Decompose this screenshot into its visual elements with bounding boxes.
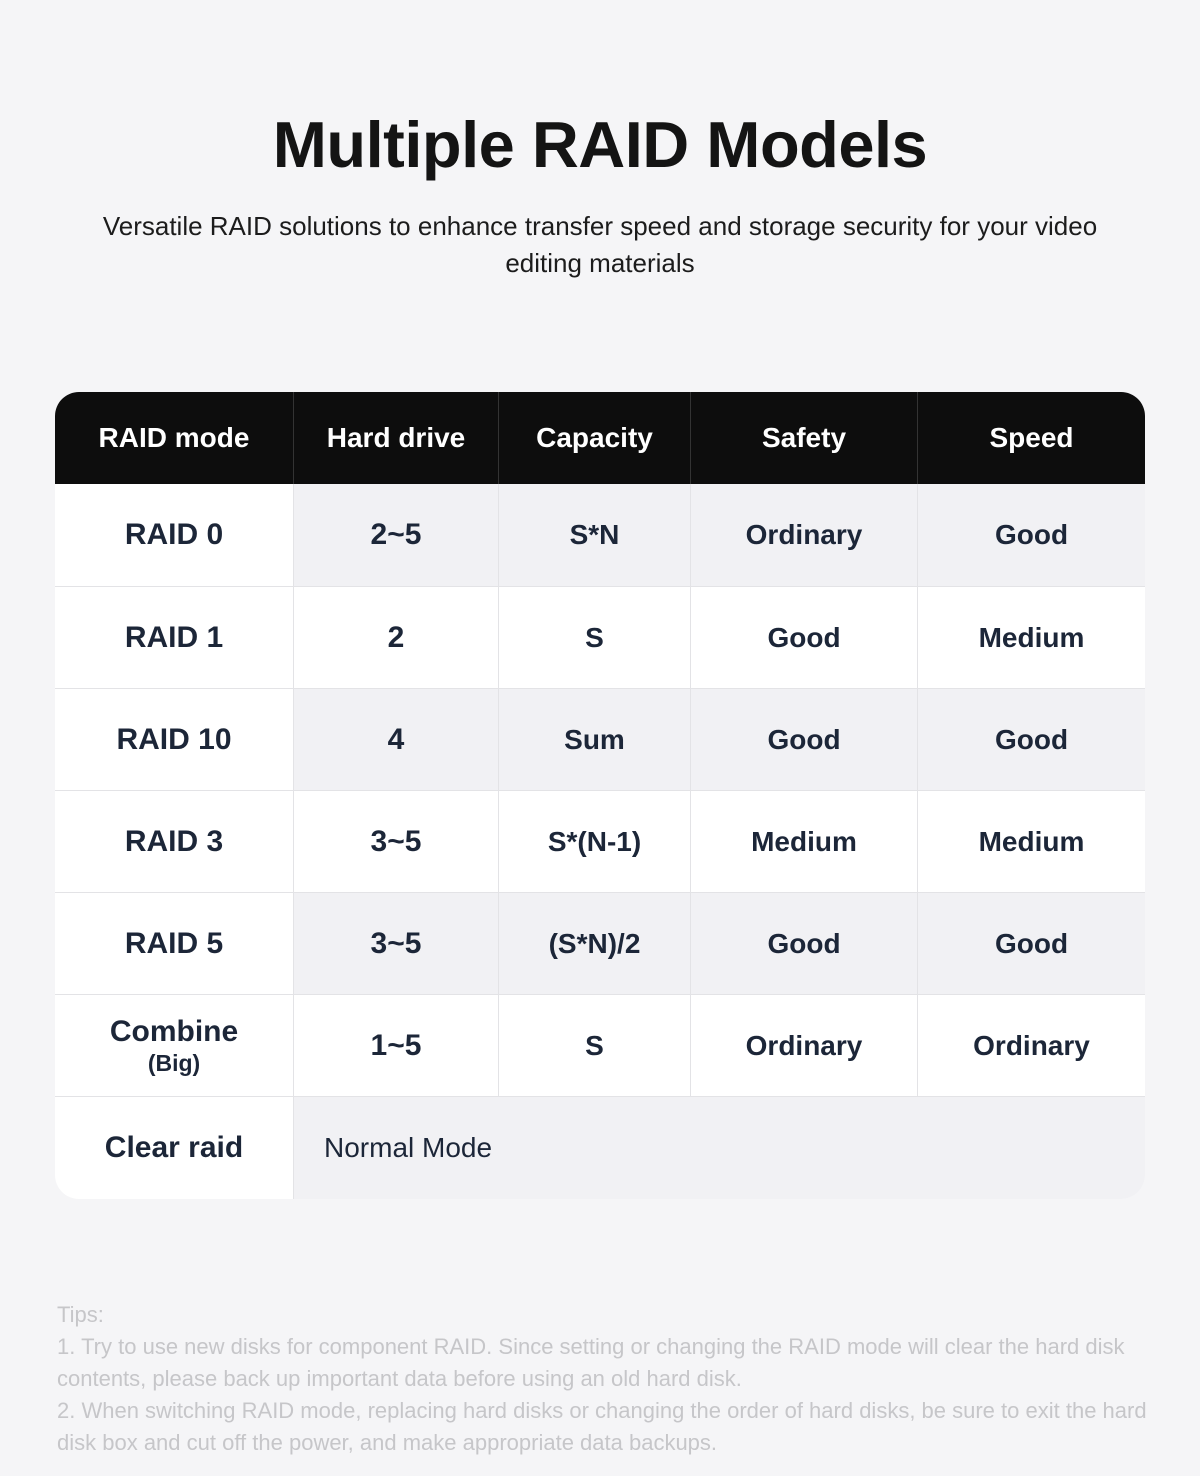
cell-raid-mode: Clear raid: [104, 1131, 244, 1164]
cell-speed: Good: [917, 484, 1145, 586]
cell-safety: Ordinary: [690, 995, 917, 1096]
cell-speed: Ordinary: [917, 995, 1145, 1096]
cell-raid-mode: RAID 1: [124, 620, 224, 654]
cell-safety: Ordinary: [690, 484, 917, 586]
combine-sub-label: (Big): [147, 1050, 201, 1076]
cell-capacity: S: [498, 587, 690, 688]
column-header-raid-mode: RAID mode: [98, 422, 250, 453]
column-header-hard-drive: Hard drive: [293, 392, 498, 484]
table-row-raid3: RAID 3 3~5 S*(N-1) Medium Medium: [55, 790, 1145, 892]
cell-capacity: S*(N-1): [498, 791, 690, 892]
cell-speed: Good: [917, 893, 1145, 994]
column-header-speed: Speed: [917, 392, 1145, 484]
column-header-capacity: Capacity: [498, 392, 690, 484]
tips-section: Tips: 1. Try to use new disks for compon…: [57, 1299, 1157, 1459]
cell-safety: Good: [690, 893, 917, 994]
cell-capacity: S: [498, 995, 690, 1096]
table-row-raid0: RAID 0 2~5 S*N Ordinary Good: [55, 484, 1145, 586]
cell-hard-drive: 3~5: [293, 791, 498, 892]
cell-speed: Good: [917, 689, 1145, 790]
cell-hard-drive: 4: [293, 689, 498, 790]
table-header-row: RAID mode Hard drive Capacity Safety Spe…: [55, 392, 1145, 484]
page-subtitle: Versatile RAID solutions to enhance tran…: [102, 211, 1098, 278]
cell-safety: Good: [690, 587, 917, 688]
page-title: Multiple RAID Models: [272, 108, 928, 181]
tips-label: Tips:: [57, 1302, 104, 1327]
cell-raid-mode: RAID 10: [116, 722, 232, 756]
cell-safety: Medium: [690, 791, 917, 892]
column-header-safety: Safety: [690, 392, 917, 484]
cell-speed: Medium: [917, 587, 1145, 688]
tip-item-2: 2. When switching RAID mode, replacing h…: [57, 1398, 1147, 1455]
cell-speed: Medium: [917, 791, 1145, 892]
table-body: RAID 0 2~5 S*N Ordinary Good RAID 1 2 S …: [55, 484, 1145, 1199]
table-row-raid1: RAID 1 2 S Good Medium: [55, 586, 1145, 688]
cell-hard-drive: 2: [293, 587, 498, 688]
cell-capacity: S*N: [498, 484, 690, 586]
cell-raid-mode: RAID 3: [124, 824, 224, 858]
cell-capacity: (S*N)/2: [498, 893, 690, 994]
cell-normal-mode: Normal Mode: [293, 1097, 1145, 1199]
combine-label: Combine: [109, 1015, 239, 1048]
cell-hard-drive: 3~5: [293, 893, 498, 994]
cell-capacity: Sum: [498, 689, 690, 790]
table-row-clear-raid: Clear raid Normal Mode: [55, 1096, 1145, 1199]
cell-safety: Good: [690, 689, 917, 790]
cell-raid-mode: RAID 5: [124, 926, 224, 960]
table-row-raid5: RAID 5 3~5 (S*N)/2 Good Good: [55, 892, 1145, 994]
cell-raid-mode: RAID 0: [124, 518, 224, 551]
raid-comparison-table: RAID mode Hard drive Capacity Safety Spe…: [55, 392, 1145, 1199]
cell-raid-mode: Combine (Big): [55, 995, 293, 1096]
table-row-combine: Combine (Big) 1~5 S Ordinary Ordinary: [55, 994, 1145, 1096]
cell-hard-drive: 2~5: [293, 484, 498, 586]
tip-item-1: 1. Try to use new disks for component RA…: [57, 1334, 1125, 1391]
cell-hard-drive: 1~5: [293, 995, 498, 1096]
table-row-raid10: RAID 10 4 Sum Good Good: [55, 688, 1145, 790]
